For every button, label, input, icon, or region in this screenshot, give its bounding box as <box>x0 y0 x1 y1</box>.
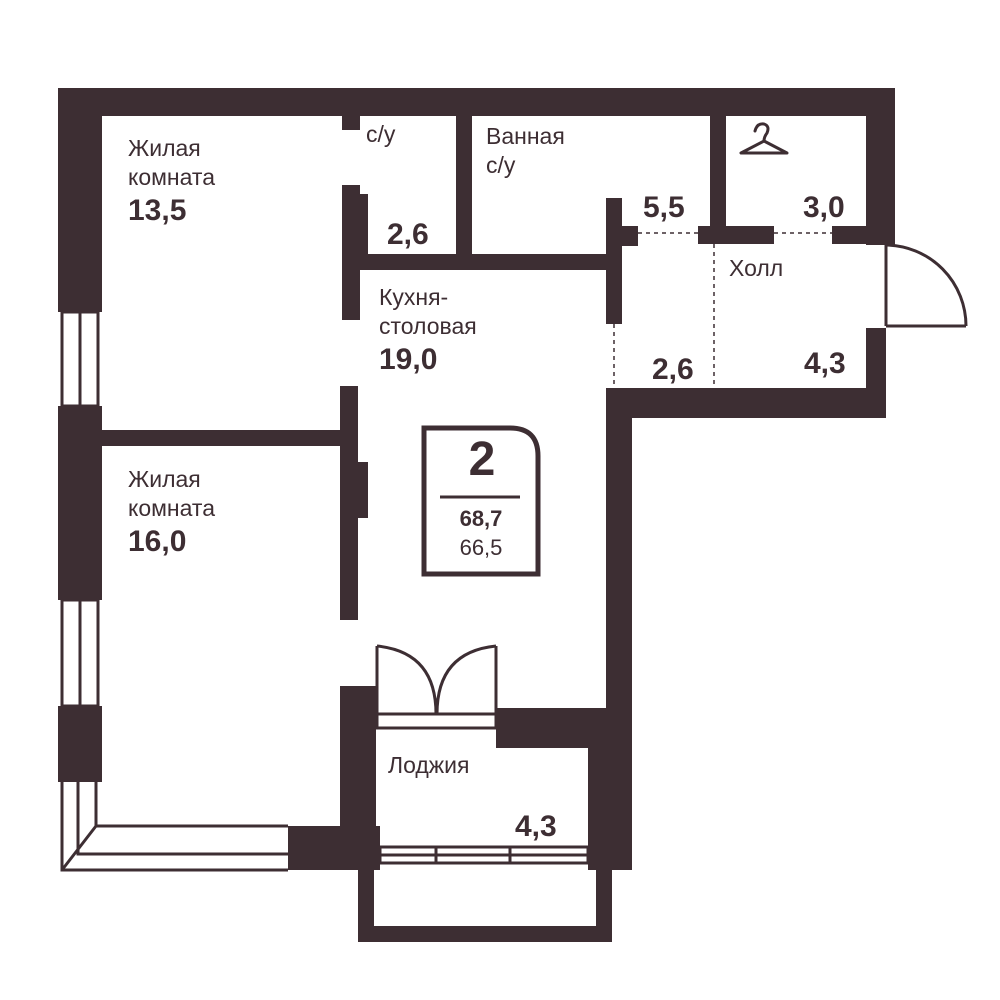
room-area-hall: 4,3 <box>804 347 846 380</box>
wall-bath-stub-nub <box>622 226 638 246</box>
room-label-wc: с/у <box>366 121 396 147</box>
wall-top <box>58 88 895 116</box>
hanger-icon <box>739 122 789 155</box>
wall-kitchen-left <box>340 386 358 620</box>
wall-left-top <box>58 88 102 312</box>
entrance-door <box>884 243 968 328</box>
room-label-kitchen: Кухня- столовая <box>379 284 477 339</box>
wall-right-lower <box>866 328 886 388</box>
wall-bedroom1-right <box>342 185 360 320</box>
wall-bath-wardrobe <box>710 116 726 226</box>
room-area-wc: 2,6 <box>387 218 429 251</box>
wall-hall-post-2 <box>832 226 895 244</box>
wall-loggia-top <box>496 708 606 748</box>
room-label-loggia: Лоджия <box>388 752 470 778</box>
summary-room-count: 2 <box>468 433 496 486</box>
wall-left-low <box>58 706 102 782</box>
wall-bedroom1-right-top <box>342 116 360 130</box>
loggia-door <box>375 644 498 730</box>
room-area-loggia: 4,3 <box>515 810 557 843</box>
room-area-bedroom-1: 13,5 <box>128 194 187 227</box>
summary-living-area: 66,5 <box>459 535 503 560</box>
wall-bedrooms-divider <box>102 430 356 446</box>
wall-hall-post <box>698 226 774 244</box>
room-label-bathroom: Ванная с/у <box>486 123 565 178</box>
room-label-bedroom-1: Жилая комната <box>128 135 215 190</box>
wall-kitchen-door-jamb <box>354 462 368 518</box>
wall-left-mid <box>58 406 102 600</box>
room-label-bedroom-2: Жилая комната <box>128 466 215 521</box>
wall-right-upper <box>866 88 895 245</box>
room-area-bathroom: 5,5 <box>643 191 685 224</box>
room-label-hall: Холл <box>729 255 784 281</box>
room-area-bedroom-2: 16,0 <box>128 525 187 558</box>
wall-bath-stub <box>606 198 622 324</box>
wall-bath-kitchen <box>356 254 622 270</box>
room-area-kitchen: 19,0 <box>379 343 438 376</box>
wall-wc-bath <box>456 116 472 254</box>
loggia-balcony <box>358 870 612 942</box>
room-area-corridor: 2,6 <box>652 353 694 386</box>
summary-card <box>421 425 541 577</box>
wall-hall-bottom <box>606 388 886 418</box>
room-area-wardrobe: 3,0 <box>803 191 845 224</box>
wall-wc-door-jamb <box>356 194 368 254</box>
wall-loggia-left <box>340 686 376 870</box>
summary-total-area: 68,7 <box>459 506 503 531</box>
